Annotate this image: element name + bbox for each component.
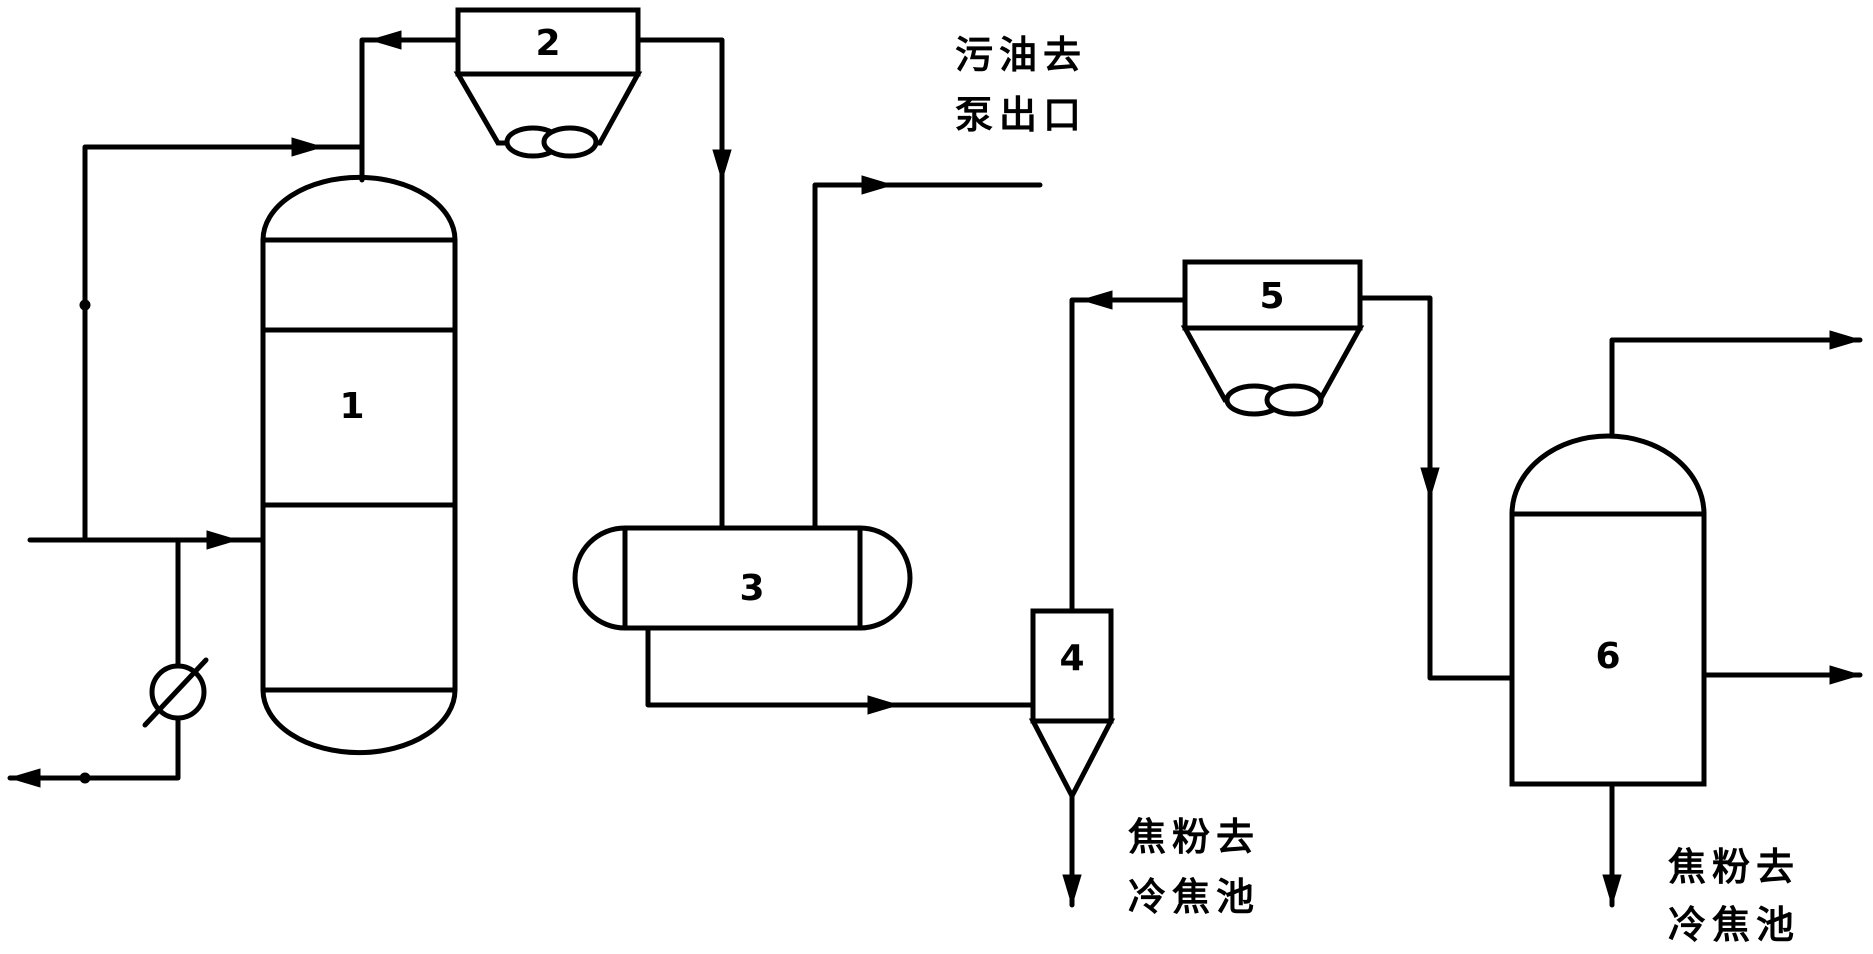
filter-2-outlet-line bbox=[635, 37, 725, 531]
filter-5: 5 bbox=[1180, 259, 1365, 417]
pump bbox=[142, 657, 209, 728]
arrow-cyclone-4-coke bbox=[1062, 874, 1082, 907]
filter-2-hopper bbox=[453, 71, 643, 146]
arrow-to-cyclone-4 bbox=[867, 695, 900, 715]
note-coke-a-line-1: 焦粉去 bbox=[1128, 815, 1260, 859]
arrow-overhead-to-filter-2 bbox=[369, 30, 402, 50]
filter-2: 2 bbox=[453, 7, 643, 159]
filter-5-top bbox=[1182, 259, 1363, 331]
equipment-label-5: 5 bbox=[1259, 276, 1284, 317]
cyclone-4-cone bbox=[1028, 718, 1116, 802]
arrow-tank-6-coke bbox=[1602, 874, 1622, 907]
equipment-label-1: 1 bbox=[339, 386, 364, 427]
cyclone-4-overhead-line bbox=[1069, 297, 1188, 614]
arrow-cyclone-4-overhead bbox=[1080, 290, 1113, 310]
filter-5-outlet-line bbox=[1357, 295, 1515, 681]
vessel-3-vent-line bbox=[812, 182, 1043, 531]
note-dirty-oil-line-2: 泵出口 bbox=[955, 93, 1087, 137]
arrow-filter-2-outlet bbox=[712, 149, 732, 182]
filter-2-roller-b bbox=[541, 125, 599, 159]
equipment-label-2: 2 bbox=[535, 23, 560, 64]
bypass-line bbox=[82, 144, 365, 543]
arrow-bypass-to-overhead bbox=[291, 137, 324, 157]
arrow-vent-outlet bbox=[861, 175, 894, 195]
bypass-valve-mark bbox=[79, 299, 91, 311]
vessel-3: 3 bbox=[572, 525, 913, 631]
column-1: 1 bbox=[260, 174, 458, 756]
overhead-line bbox=[359, 37, 461, 183]
tank-6-top-outlet-line bbox=[1609, 337, 1863, 439]
note-coke-b-line-1: 焦粉去 bbox=[1668, 845, 1800, 889]
note-dirty-oil-line-1: 污油去 bbox=[955, 33, 1087, 77]
flow-arrows bbox=[8, 30, 1862, 907]
column-1-vessel bbox=[260, 174, 458, 756]
arrow-tank-6-top-outlet bbox=[1829, 330, 1862, 350]
arrow-filter-5-outlet bbox=[1420, 467, 1440, 500]
cyclone-4: 4 bbox=[1028, 608, 1116, 802]
arrow-pump-discharge bbox=[8, 768, 41, 788]
pump-discharge-line bbox=[7, 713, 181, 781]
note-coke-b-line-2: 冷焦池 bbox=[1668, 903, 1800, 947]
tank-6: 6 bbox=[1509, 433, 1707, 787]
vessel-3-bottom-line bbox=[645, 625, 1036, 708]
pump-line-mark bbox=[79, 772, 91, 784]
arrow-feed-inlet bbox=[206, 530, 239, 550]
filter-2-top bbox=[455, 7, 641, 77]
filter-5-roller-b bbox=[1264, 383, 1324, 417]
equipment-label-4: 4 bbox=[1059, 638, 1084, 679]
arrow-tank-6-side-outlet bbox=[1829, 665, 1862, 685]
equipment-label-6: 6 bbox=[1595, 636, 1620, 677]
tank-6-vessel bbox=[1509, 433, 1707, 787]
annotations: 污油去 泵出口 焦粉去 冷焦池 焦粉去 冷焦池 bbox=[955, 33, 1800, 947]
equipment-label-3: 3 bbox=[739, 568, 764, 609]
note-coke-a-line-2: 冷焦池 bbox=[1128, 875, 1260, 919]
pump-slash bbox=[142, 657, 209, 728]
